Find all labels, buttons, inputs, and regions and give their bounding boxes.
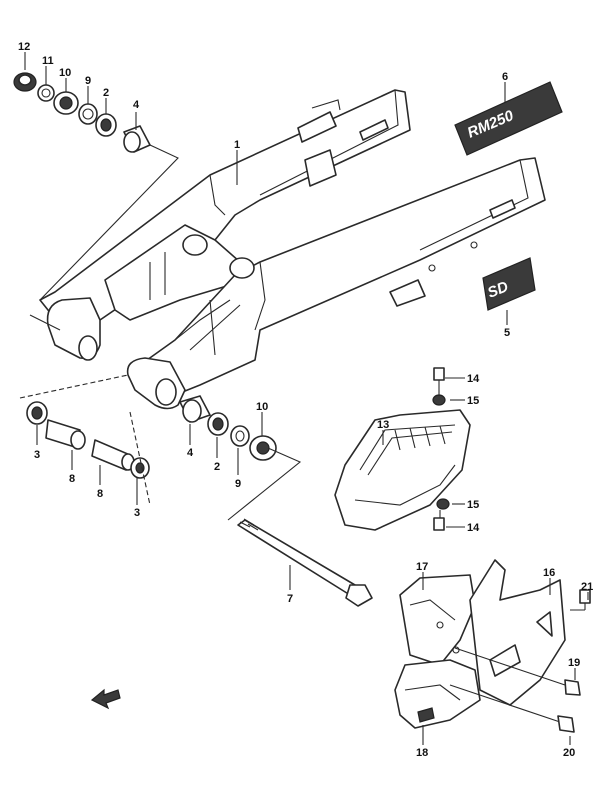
bracket-17: [399, 574, 476, 666]
decal-sd: SD: [482, 257, 536, 311]
slider-screw-top: [432, 367, 446, 406]
callout-9-right: 9: [235, 478, 241, 490]
callout-21: 21: [581, 581, 593, 593]
bolt-20: [449, 684, 575, 733]
callout-7: 7: [287, 593, 293, 605]
callout-20: 20: [563, 747, 575, 759]
callout-17: 17: [416, 561, 428, 573]
callout-4-right: 4: [187, 447, 194, 459]
callout-15-bottom: 15: [467, 499, 479, 511]
callout-9-left: 9: [85, 75, 91, 87]
callout-16: 16: [543, 567, 555, 579]
chain-slider: [334, 409, 471, 531]
swingarm: [39, 89, 546, 410]
callout-2-left: 2: [103, 87, 109, 99]
callout-1: 1: [234, 139, 240, 151]
callout-8-right: 8: [97, 488, 103, 500]
callout-11: 11: [42, 55, 54, 67]
callout-leaders: [24, 52, 589, 745]
callout-19: 19: [568, 657, 580, 669]
callout-14-bottom: 14: [467, 522, 480, 534]
callout-4-left: 4: [133, 99, 140, 111]
callout-3-right: 3: [134, 507, 140, 519]
callout-12: 12: [18, 41, 30, 53]
callout-18: 18: [416, 747, 428, 759]
decal-small-text: SD: [485, 278, 511, 302]
callout-6: 6: [502, 71, 508, 83]
callout-10-right: 10: [256, 401, 268, 413]
bracket-18: [394, 659, 481, 729]
callout-5: 5: [504, 327, 510, 339]
callout-numbers: 12 11 10 9 2 4 1 6 5 3 8 8 3 4 2 9 10 7 …: [18, 41, 593, 759]
slider-screw-bottom: [433, 498, 450, 531]
pivot-bolt: [237, 518, 373, 607]
callout-2-right: 2: [214, 461, 220, 473]
callout-8-left: 8: [69, 473, 75, 485]
bracket-16: [469, 559, 566, 706]
callout-14-top: 14: [467, 373, 480, 385]
callout-15-top: 15: [467, 395, 479, 407]
callout-10-left: 10: [59, 67, 71, 79]
callout-13: 13: [377, 419, 389, 431]
bolt-21: [570, 589, 591, 611]
left-pivot-hardware: [13, 72, 179, 331]
callout-3-left: 3: [34, 449, 40, 461]
bolt-19: [454, 647, 581, 696]
front-arrow-icon: [90, 688, 121, 710]
right-pivot-hardware: [19, 374, 302, 521]
decal-rm250: RM250: [454, 81, 563, 156]
